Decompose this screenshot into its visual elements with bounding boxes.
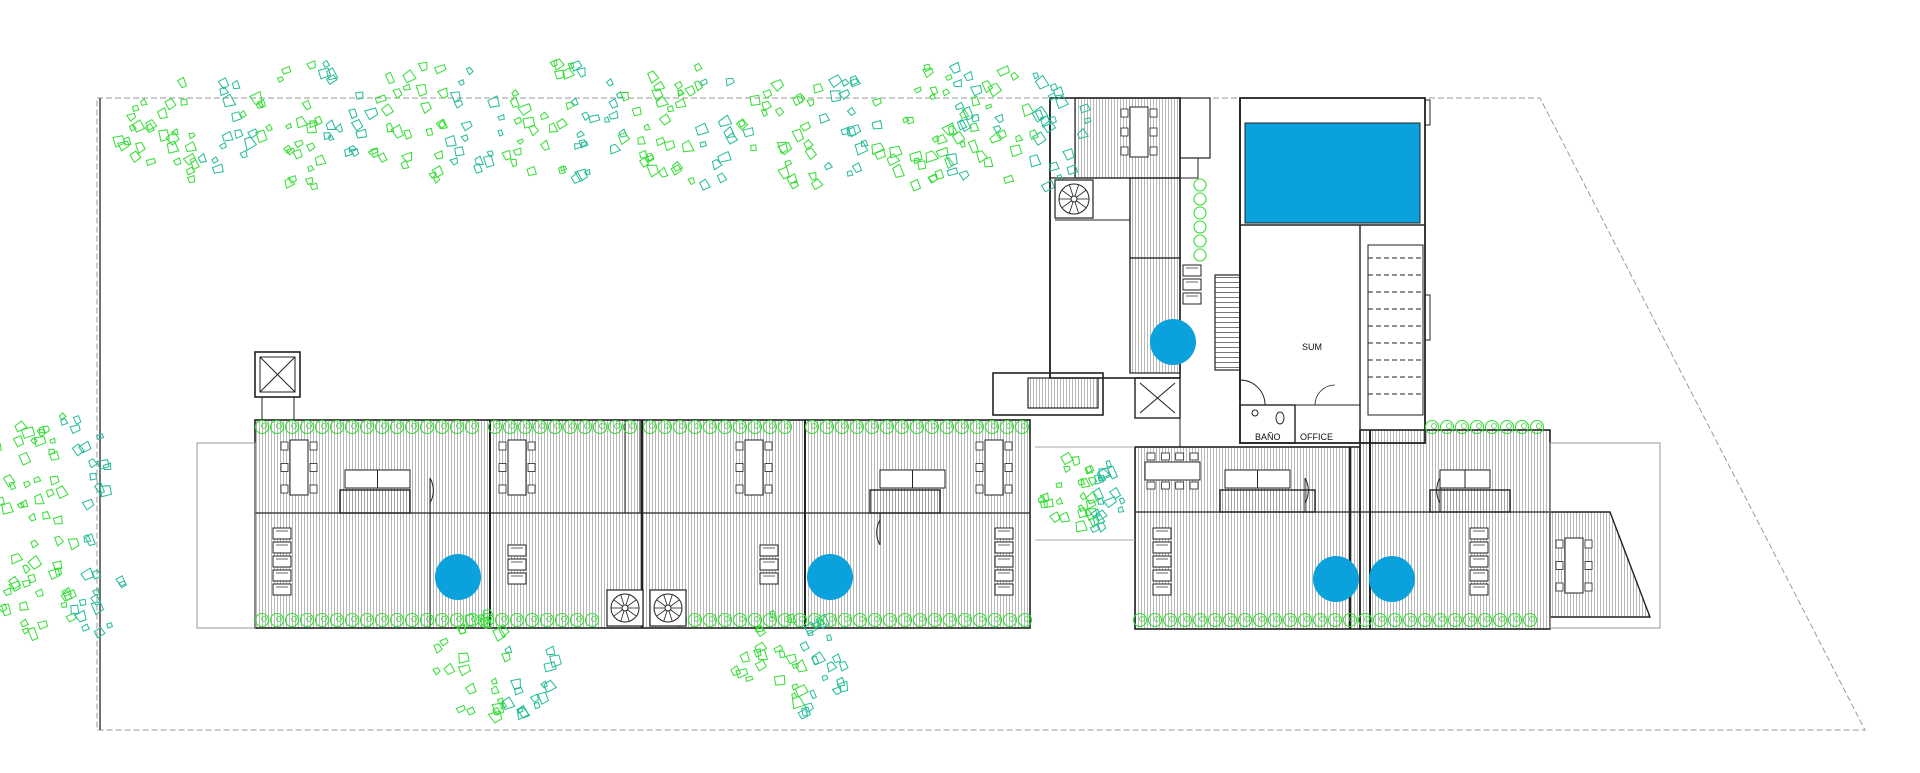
pool-icon (1313, 556, 1359, 602)
rooftop-pool (1244, 122, 1421, 224)
tree-canopy-icon (871, 61, 1004, 192)
dining-table-icon (1120, 106, 1158, 158)
hedge-row (642, 419, 793, 435)
pool-layer (435, 319, 1415, 602)
dining-table-icon (975, 439, 1013, 496)
tree-canopy-icon (501, 58, 628, 184)
sum-building: SUM BAÑO OFFICE (1239, 97, 1431, 444)
dining-table-icon (735, 439, 773, 496)
chair-stack (994, 527, 1014, 596)
spiral-stair-layer (606, 179, 1094, 627)
pool-icon (435, 554, 481, 600)
furniture-layer (272, 106, 1593, 596)
sofa-icon (879, 469, 946, 489)
right-block (1035, 429, 1661, 630)
hedge-row (1132, 612, 1538, 628)
dining-table-icon (1144, 452, 1201, 490)
chair-stack (1469, 527, 1489, 596)
sofa-icon (1439, 469, 1491, 489)
tree-canopy-icon (112, 76, 259, 184)
pool-icon (807, 554, 853, 600)
dining-table-icon (1555, 537, 1593, 594)
tree-canopy-icon (0, 532, 127, 642)
bleacher-stairs (1367, 244, 1424, 416)
hedge-row (804, 419, 1030, 435)
tree-canopy-icon (238, 59, 379, 191)
sofa-icon (1224, 469, 1291, 489)
tree-canopy-icon (1037, 451, 1126, 534)
hedge-row (487, 419, 638, 435)
tree-layer (0, 58, 1126, 724)
site-boundary (96, 97, 1866, 731)
spiral-stair-icon (1054, 179, 1094, 219)
hedge-row (254, 612, 600, 628)
tree-canopy-icon (617, 62, 755, 191)
office-label: OFFICE (1300, 432, 1333, 442)
tree-canopy-icon (367, 61, 505, 184)
pool-icon (1150, 319, 1196, 365)
sofa-icon (344, 469, 411, 489)
chair-stack (1152, 527, 1172, 596)
hedge-layer (254, 178, 1545, 628)
hedge-row (254, 419, 480, 435)
tree-canopy-icon (432, 608, 562, 724)
stair-1 (339, 489, 411, 514)
stair-run (1214, 274, 1241, 371)
tree-canopy-icon (730, 609, 849, 720)
tree-canopy-icon (0, 412, 113, 525)
tree-canopy-icon (947, 65, 1092, 193)
dining-table-icon (498, 439, 536, 496)
left-block (196, 351, 1031, 629)
hedge-column (1193, 178, 1207, 262)
tree-canopy-icon (735, 74, 883, 191)
bano-label: BAÑO (1255, 432, 1281, 442)
pool-icon (1369, 556, 1415, 602)
spiral-stair-icon (606, 589, 644, 627)
chair-stack (507, 544, 527, 585)
hedge-row (1424, 419, 1545, 435)
sum-label: SUM (1302, 342, 1322, 352)
chair-stack (272, 527, 292, 596)
chair-stack (1182, 264, 1202, 305)
stair-2 (869, 489, 941, 514)
upper-tower (992, 97, 1241, 447)
chair-stack (759, 544, 779, 585)
spiral-stair-icon (649, 589, 687, 627)
dining-table-icon (280, 439, 318, 496)
